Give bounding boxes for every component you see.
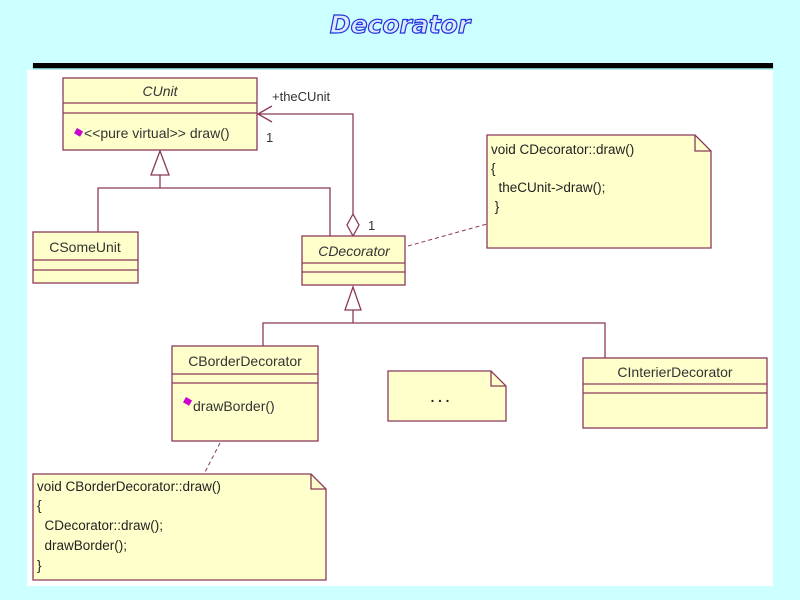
note-fold-icon	[490, 371, 506, 387]
inheritance-line-csomeunit	[97, 187, 331, 236]
class-cborderdecorator[interactable]: CBorderDecorator drawBorder()	[171, 345, 319, 442]
note-anchor-decorator	[407, 223, 488, 247]
class-name: CInterierDecorator	[617, 364, 732, 380]
note-decorator-draw[interactable]: void CDecorator::draw() { theCUnit->draw…	[486, 134, 712, 249]
note-line: }	[37, 558, 42, 573]
inheritance-line-subclasses	[262, 322, 606, 358]
note-fold-icon	[694, 135, 711, 152]
note-line: {	[491, 161, 496, 176]
note-fold-icon	[310, 474, 326, 490]
aggregation-line	[258, 113, 354, 214]
class-name: CSomeUnit	[49, 239, 121, 255]
note-anchor-border	[203, 442, 221, 475]
aggregation-diamond-icon	[346, 212, 360, 238]
class-name: CDecorator	[318, 243, 391, 259]
generalization-cdecorator	[262, 285, 606, 358]
inheritance-triangle-icon	[150, 149, 170, 176]
note-line: }	[491, 199, 500, 214]
method-diamond-icon	[183, 397, 193, 406]
note-border-draw[interactable]: void CBorderDecorator::draw() { CDecorat…	[32, 473, 327, 581]
method-draw: <<pure virtual>> draw()	[84, 125, 230, 141]
slide-title: Decorator	[329, 9, 471, 39]
note-line: CDecorator::draw();	[37, 518, 163, 533]
title-divider	[33, 63, 773, 68]
multiplicity-target: 1	[266, 130, 273, 145]
generalization-cunit	[97, 149, 331, 236]
class-name: CBorderDecorator	[188, 353, 302, 369]
aggregation-thecunit	[256, 105, 360, 238]
class-cinterierdecorator[interactable]: CInterierDecorator	[582, 357, 768, 429]
navigation-arrow-icon	[256, 105, 273, 123]
multiplicity-source: 1	[368, 218, 375, 233]
method-diamond-icon	[74, 128, 84, 137]
note-line: {	[37, 498, 42, 513]
note-line: . . .	[431, 390, 450, 405]
note-ellipsis[interactable]: . . .	[387, 370, 507, 422]
class-cdecorator[interactable]: CDecorator	[301, 235, 406, 286]
note-line: drawBorder();	[37, 538, 127, 553]
method-drawborder: drawBorder()	[193, 398, 275, 414]
class-csomeunit[interactable]: CSomeUnit	[32, 231, 139, 284]
note-line: void CDecorator::draw()	[491, 142, 634, 157]
association-role-label: +theCUnit	[272, 89, 331, 104]
note-line: theCUnit->draw();	[491, 180, 605, 195]
class-cunit[interactable]: CUnit <<pure virtual>> draw()	[62, 77, 258, 151]
note-line: void CBorderDecorator::draw()	[37, 479, 221, 494]
inheritance-triangle-icon	[344, 285, 362, 311]
class-name: CUnit	[142, 83, 178, 99]
